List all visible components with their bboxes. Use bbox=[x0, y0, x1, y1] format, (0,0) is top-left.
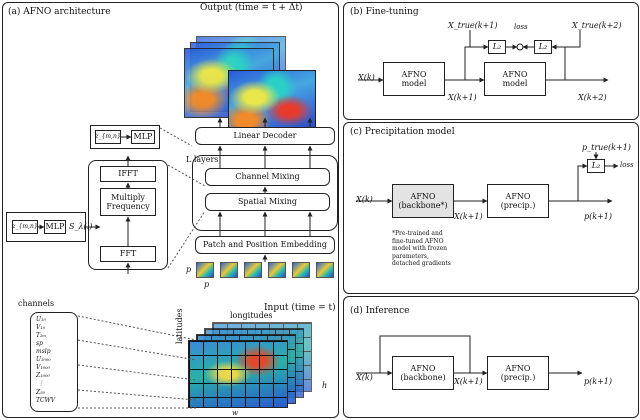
channel-item: T₂ₘ bbox=[36, 332, 47, 339]
multiply-frequency-box: Multiply Frequency bbox=[100, 188, 156, 216]
output-label: Output (time = t + Δt) bbox=[200, 3, 303, 13]
c-x-k1: X(k+1) bbox=[454, 212, 483, 221]
c-afno-precip: AFNO (precip.) bbox=[487, 184, 549, 218]
l-layers-label: L layers bbox=[186, 155, 219, 164]
input-label: Input (time = t) bbox=[264, 303, 336, 313]
channel-item: V₁₀₀₀ bbox=[36, 364, 50, 371]
b-x-true-k1: X_true(k+1) bbox=[448, 21, 498, 30]
b-x-true-k2: X_true(k+2) bbox=[572, 21, 622, 30]
panel-c-title: (c) Precipitation model bbox=[350, 127, 455, 137]
channel-item: Z₁₀₀₀ bbox=[36, 372, 50, 379]
panel-b-fine-tuning bbox=[343, 2, 639, 120]
channel-item: TCWV bbox=[36, 397, 56, 404]
panel-b-title: (b) Fine-tuning bbox=[350, 7, 419, 17]
patch-p-side: p bbox=[186, 265, 192, 274]
c-footnote: *Pre-trained and fine-tuned AFNO model w… bbox=[392, 230, 451, 267]
c-x-k: X(k) bbox=[356, 195, 373, 204]
h-label: h bbox=[322, 381, 328, 390]
b-loss: loss bbox=[514, 23, 528, 31]
longitudes-label: longitudes bbox=[230, 311, 273, 320]
channel-item: sp bbox=[36, 340, 43, 347]
channel-mixing-box: Channel Mixing bbox=[205, 168, 330, 186]
ifft-box: IFFT bbox=[100, 166, 156, 182]
d-afno-backbone: AFNO (backbone) bbox=[392, 356, 454, 390]
latitudes-label: latitudes bbox=[175, 308, 184, 344]
panel-d-title: (d) Inference bbox=[350, 306, 410, 316]
mlp-top-box: MLP bbox=[131, 130, 155, 144]
b-l2a-box: L₂ bbox=[488, 40, 506, 54]
channel-item: Z₅₀ bbox=[36, 389, 45, 396]
b-x-k: X(k) bbox=[358, 73, 375, 82]
b-x-k1: X(k+1) bbox=[448, 93, 477, 102]
c-l2-box: L₂ bbox=[587, 159, 605, 173]
spatial-mixing-box: Spatial Mixing bbox=[205, 193, 330, 211]
c-p-k1: p(k+1) bbox=[584, 212, 613, 221]
channel-item: U₁₀ bbox=[36, 316, 46, 323]
d-x-k: X(k) bbox=[356, 373, 373, 382]
d-p-k1: p(k+1) bbox=[584, 377, 613, 386]
mlp-bottom-box: MLP bbox=[44, 220, 66, 234]
z-bottom-box: z_{m,n} bbox=[12, 220, 38, 234]
c-p-true: p_true(k+1) bbox=[582, 143, 631, 152]
channel-item: U₁₀₀₀ bbox=[36, 356, 51, 363]
b-l2b-box: L₂ bbox=[534, 40, 552, 54]
fft-box: FFT bbox=[100, 246, 156, 262]
channel-item: V₁₀ bbox=[36, 324, 46, 331]
c-afno-backbone: AFNO (backbone*) bbox=[392, 184, 454, 218]
input-map-front bbox=[188, 340, 288, 408]
linear-decoder-box: Linear Decoder bbox=[195, 127, 335, 145]
channel-item: mslp bbox=[36, 348, 51, 355]
channels-box bbox=[30, 312, 78, 412]
b-x-k2: X(k+2) bbox=[578, 93, 607, 102]
z-top-box: z_{m,n} bbox=[95, 130, 121, 144]
s-lambda-label: S_λ(.) bbox=[69, 222, 93, 231]
b-afno-model-2: AFNO model bbox=[484, 62, 546, 96]
patch-p-bottom: p bbox=[204, 280, 210, 289]
d-x-k1: X(k+1) bbox=[454, 377, 483, 386]
c-loss: loss bbox=[620, 161, 634, 169]
output-map-front bbox=[228, 70, 316, 138]
w-label: w bbox=[232, 409, 238, 417]
panel-a-title: (a) AFNO architecture bbox=[8, 7, 111, 17]
b-afno-model-1: AFNO model bbox=[383, 62, 445, 96]
channels-title: channels bbox=[18, 299, 55, 308]
d-afno-precip: AFNO (precip.) bbox=[487, 356, 549, 390]
channel-item: ⋮ bbox=[38, 380, 44, 387]
patch-embedding-box: Patch and Position Embedding bbox=[195, 236, 335, 254]
